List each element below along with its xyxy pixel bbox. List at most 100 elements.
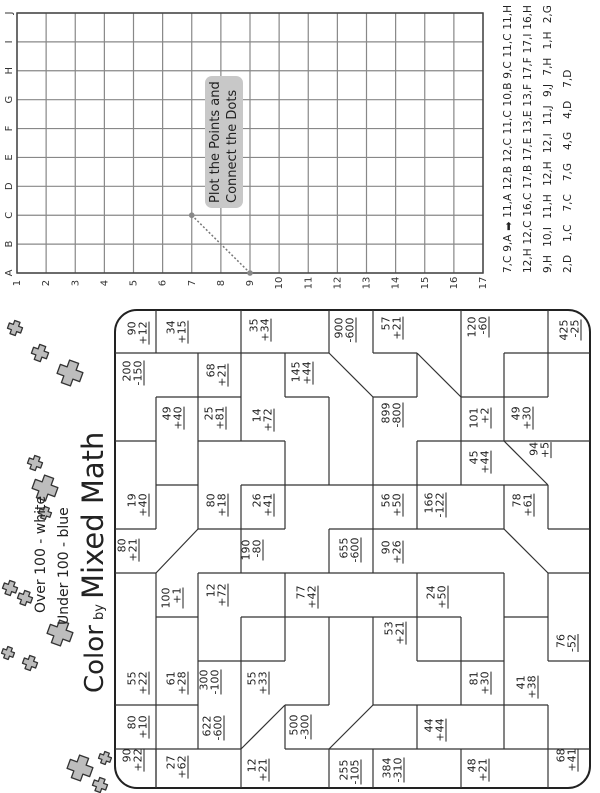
x-tick-label: 10	[274, 277, 285, 290]
math-problem: 80+21	[116, 538, 140, 562]
problem-bottom-number: +72	[215, 583, 229, 607]
plus-icon	[66, 754, 94, 782]
problem-bottom-number: +21	[393, 621, 407, 645]
math-problem: 12+21	[246, 758, 270, 782]
problem-bottom-number: +44	[300, 361, 314, 385]
problem-bottom-number: +2	[479, 407, 492, 429]
problem-bottom-number: -300	[298, 714, 312, 740]
math-problem: 14+72	[251, 408, 275, 432]
x-tick-label: 14	[391, 277, 402, 290]
problem-bottom-number: -600	[343, 317, 357, 343]
math-problem: 425-25	[558, 319, 582, 341]
x-tick-label: 6	[158, 280, 169, 286]
math-problem: 68+41	[555, 748, 579, 772]
problem-bottom-number: +28	[175, 671, 189, 695]
x-tick-label: 16	[449, 277, 460, 290]
plus-icon	[97, 750, 112, 766]
y-tick-label: J	[4, 12, 15, 16]
plus-icon	[26, 454, 44, 472]
x-tick-label: 2	[41, 280, 52, 286]
math-problem: 56+50	[380, 493, 404, 517]
math-problem: 55+22	[126, 671, 150, 695]
math-problem: 41+38	[515, 675, 539, 699]
problem-bottom-number: +5	[538, 441, 552, 459]
x-tick-label: 13	[362, 277, 373, 290]
x-tick-label: 17	[478, 277, 489, 290]
problem-bottom-number: -105	[348, 759, 362, 785]
x-tick-label: 5	[129, 280, 140, 286]
problem-bottom-number: +34	[258, 318, 272, 342]
math-problem: 622-600	[201, 715, 225, 741]
problem-bottom-number: -80	[251, 539, 264, 561]
math-problem: 45+44	[468, 450, 492, 474]
math-problem: 145+44	[290, 361, 314, 385]
math-problem: 655-600	[338, 537, 362, 563]
region-border	[503, 440, 549, 486]
plus-icon	[21, 654, 39, 672]
problem-bottom-number: -800	[390, 402, 404, 428]
region-border	[416, 352, 462, 398]
plus-icon	[56, 359, 84, 387]
problem-bottom-number: -100	[208, 669, 222, 695]
plotted-point	[247, 270, 253, 276]
plus-icon	[31, 474, 59, 502]
region-border	[240, 704, 286, 750]
math-problem: 255-105	[338, 759, 362, 785]
problem-bottom-number: +21	[215, 363, 229, 387]
problem-bottom-number: +38	[525, 675, 539, 699]
math-problem: 44+44	[423, 718, 447, 742]
problem-bottom-number: -600	[211, 715, 225, 741]
plus-icon	[1, 579, 19, 597]
problem-bottom-number: +30	[520, 406, 534, 430]
region-border	[328, 704, 374, 750]
region-border	[328, 352, 374, 398]
problem-bottom-number: +81	[213, 406, 227, 430]
problem-bottom-number: -25	[569, 319, 582, 341]
problem-bottom-number: +62	[175, 755, 189, 779]
y-tick-label: C	[4, 212, 15, 219]
math-problem: 94+5	[528, 441, 552, 459]
plus-icon	[6, 319, 24, 337]
problem-bottom-number: -310	[391, 757, 405, 783]
x-tick-label: 4	[99, 280, 110, 286]
x-tick-label: 1	[12, 280, 23, 286]
math-problem: 55+33	[246, 671, 270, 695]
problem-bottom-number: +72	[261, 408, 275, 432]
math-problem: 53+21	[383, 621, 407, 645]
problem-bottom-number: +10	[136, 715, 150, 739]
problem-bottom-number: +22	[131, 748, 145, 772]
math-problem: 76-52	[555, 634, 579, 652]
math-problem: 57+21	[380, 316, 404, 340]
region-border	[503, 528, 549, 574]
problem-bottom-number: +50	[390, 493, 404, 517]
problem-bottom-number: +42	[305, 585, 319, 609]
y-tick-label: I	[4, 40, 15, 43]
problem-bottom-number: -150	[131, 360, 145, 386]
math-problem: 77+42	[295, 585, 319, 609]
math-problem: 49+30	[510, 406, 534, 430]
math-problem: 61+28	[165, 671, 189, 695]
problem-bottom-number: +33	[256, 671, 270, 695]
y-tick-label: E	[4, 154, 15, 160]
problem-bottom-number: -600	[348, 537, 362, 563]
math-problem: 68+21	[205, 363, 229, 387]
x-tick-label: 12	[332, 277, 343, 290]
problem-bottom-number: +26	[390, 540, 404, 564]
worksheet-header: Over 100 - white Under 100 - blue Color …	[0, 310, 112, 793]
plus-icon	[0, 645, 16, 661]
math-problem: 34+15	[165, 320, 189, 344]
problem-bottom-number: +41	[261, 493, 275, 517]
y-tick-label: A	[4, 269, 15, 276]
math-problem: 120-60	[466, 316, 490, 338]
problem-bottom-number: +1	[171, 587, 184, 609]
problem-bottom-number: +44	[478, 450, 492, 474]
region-border	[155, 528, 199, 574]
x-tick-label: 9	[245, 280, 256, 286]
plus-icon	[91, 776, 109, 793]
x-tick-label: 8	[216, 280, 227, 286]
plus-icon	[30, 343, 50, 363]
math-problem: 384-310	[381, 757, 405, 783]
math-problem: 25+81	[203, 406, 227, 430]
math-problem: 190-80	[240, 539, 264, 561]
